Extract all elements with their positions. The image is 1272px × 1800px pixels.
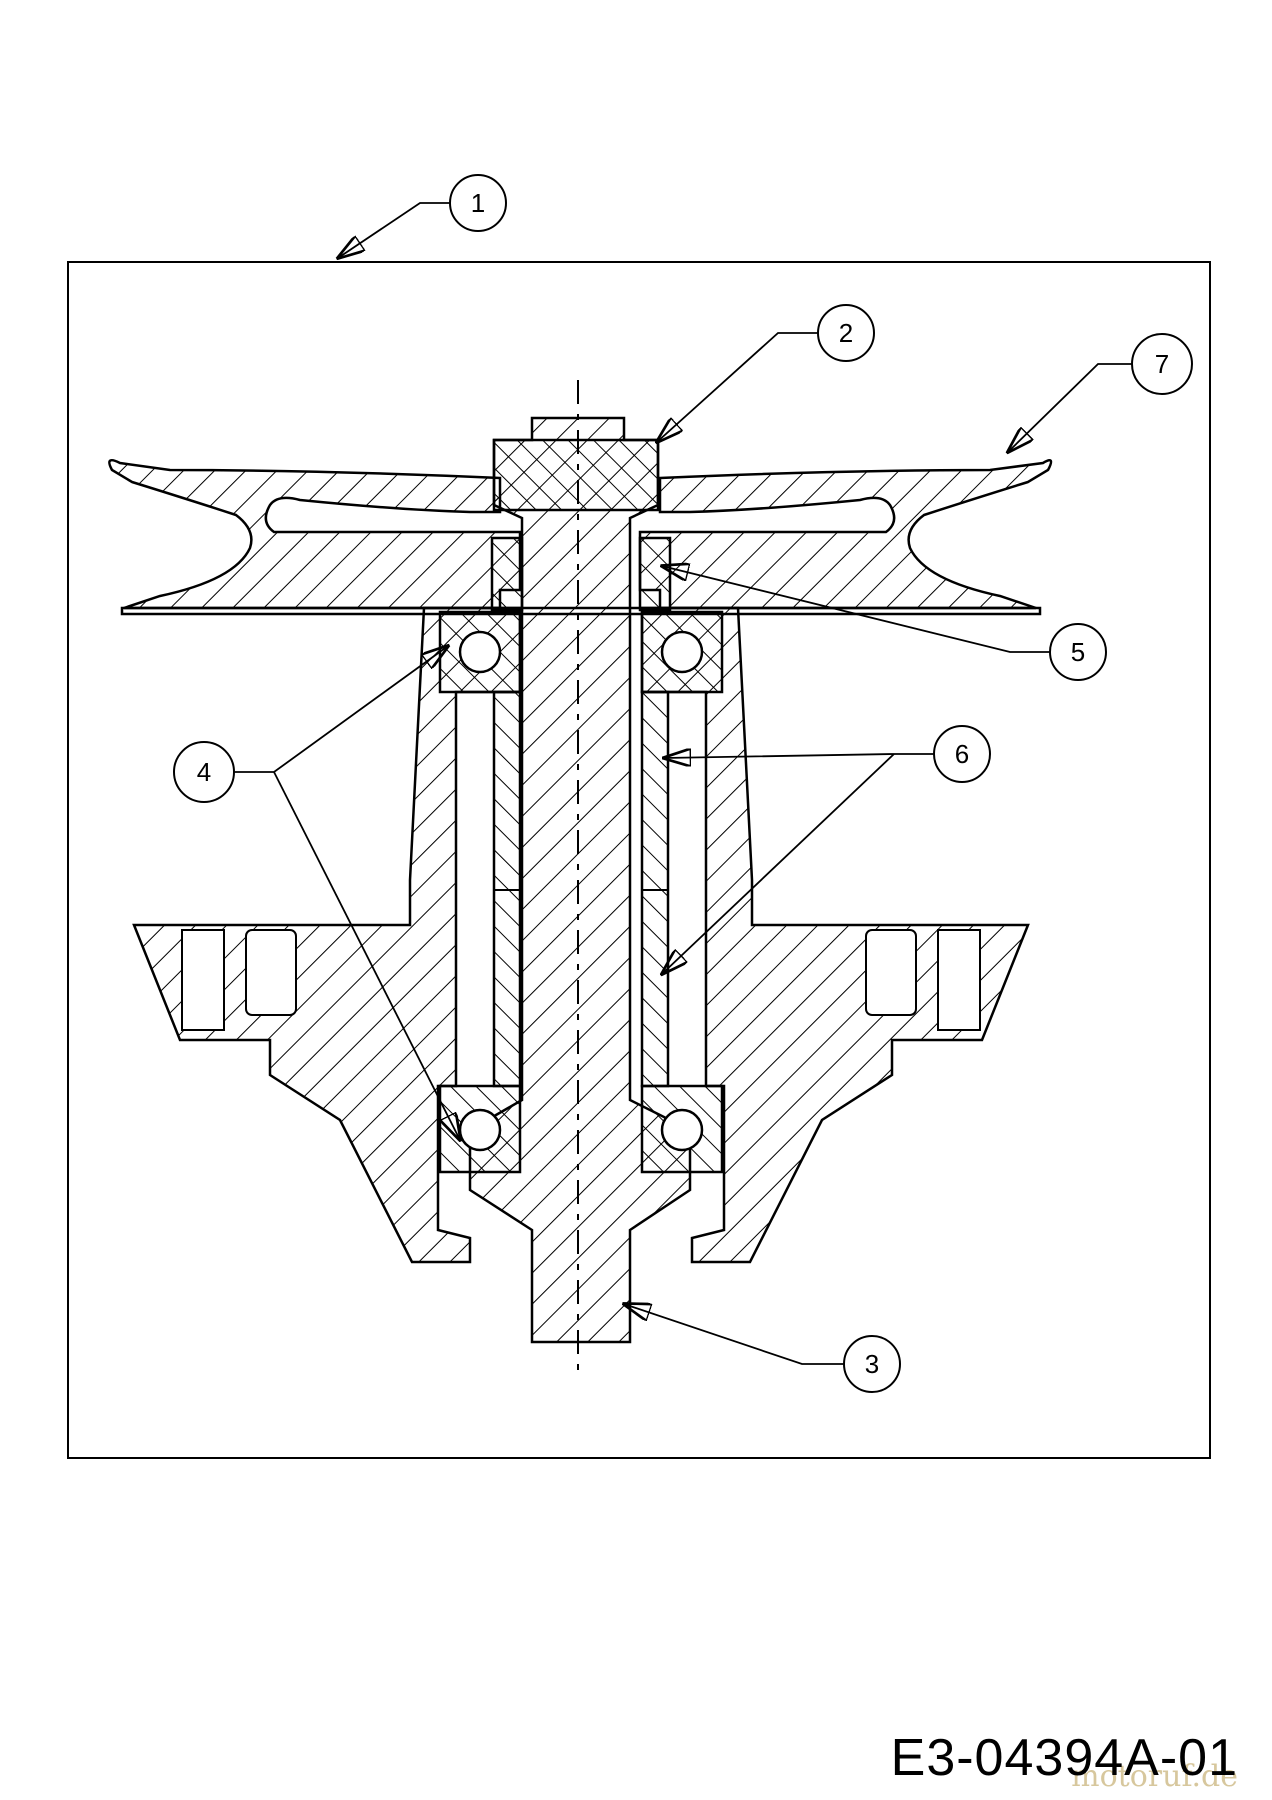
flange-bolt-holes xyxy=(181,929,981,1031)
svg-text:5: 5 xyxy=(1071,637,1085,667)
callout-5: 5 xyxy=(1049,623,1107,681)
svg-text:2: 2 xyxy=(839,318,853,348)
pulley xyxy=(108,458,1053,616)
svg-text:7: 7 xyxy=(1155,349,1169,379)
callout-6: 6 xyxy=(933,725,991,783)
drawing-id: E3-04394A-01 xyxy=(890,1729,1238,1787)
bearings xyxy=(438,610,724,1174)
callout-3: 3 xyxy=(843,1335,901,1393)
callout-4: 4 xyxy=(173,741,235,803)
upper-spacer-right xyxy=(638,536,672,612)
svg-text:4: 4 xyxy=(197,757,211,787)
svg-text:6: 6 xyxy=(955,739,969,769)
svg-text:1: 1 xyxy=(471,188,485,218)
shaft-nut xyxy=(492,438,660,512)
upper-spacer-left xyxy=(490,536,524,612)
assembly-frame xyxy=(67,261,1211,1459)
callout-1: 1 xyxy=(449,174,507,232)
svg-text:3: 3 xyxy=(865,1349,879,1379)
callout-2: 2 xyxy=(817,304,875,362)
watermark: motoruf.de xyxy=(1071,1759,1238,1794)
callout-7: 7 xyxy=(1131,333,1193,395)
